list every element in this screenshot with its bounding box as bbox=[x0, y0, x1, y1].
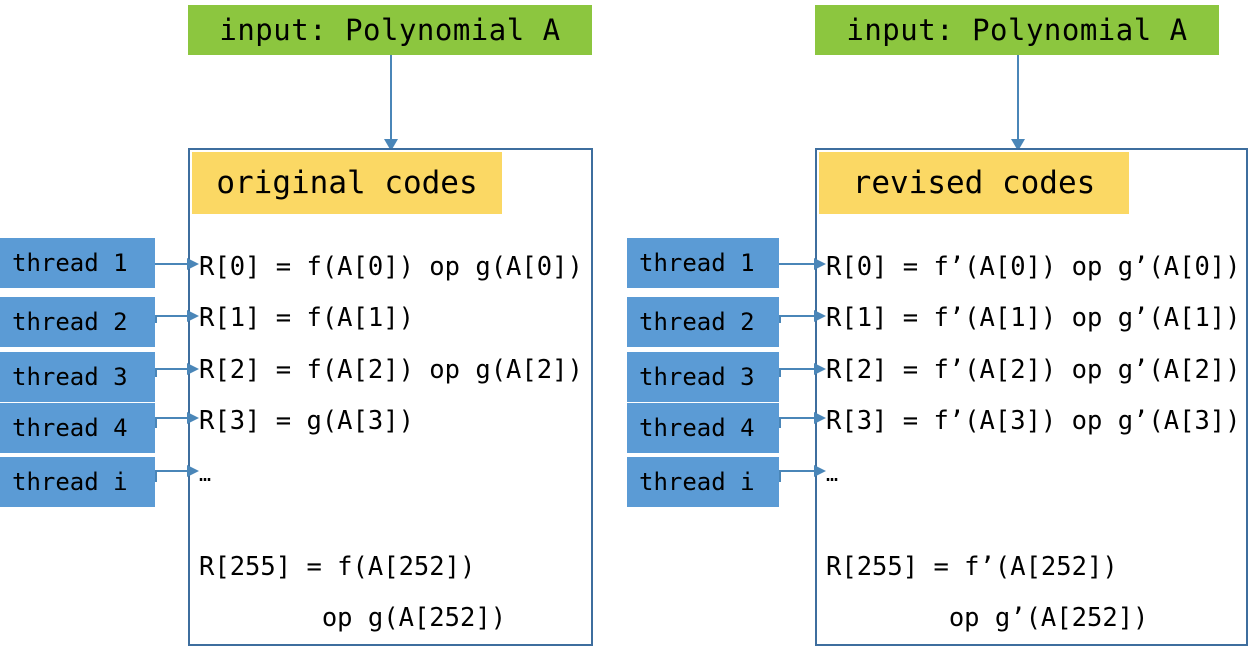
code-line-ellipsis: … bbox=[826, 462, 839, 486]
thread-label: thread 1 bbox=[639, 249, 755, 277]
code-box-original: original codes R[0] = f(A[0]) op g(A[0])… bbox=[188, 148, 593, 646]
thread-connector-i-arrow-icon bbox=[779, 465, 826, 477]
thread-block-3[interactable]: thread 3 bbox=[0, 352, 155, 402]
thread-label: thread 1 bbox=[12, 249, 128, 277]
thread-connector-i-arrow-icon bbox=[155, 465, 199, 477]
code-tail-line-1: op g(A[252]) bbox=[199, 603, 507, 633]
thread-label: thread 2 bbox=[639, 308, 755, 336]
code-title-revised: revised codes bbox=[819, 152, 1129, 214]
code-box-revised: revised codes R[0] = f’(A[0]) op g’(A[0]… bbox=[815, 148, 1248, 646]
code-line-2: R[2] = f(A[2]) op g(A[2]) bbox=[199, 355, 583, 385]
code-tail-line-1: op g’(A[252]) bbox=[826, 603, 1149, 633]
code-line-3: R[3] = g(A[3]) bbox=[199, 406, 414, 436]
thread-connector-3-arrow-icon bbox=[155, 363, 199, 375]
code-line-1: R[1] = f’(A[1]) op g’(A[1]) bbox=[826, 303, 1241, 333]
thread-label: thread 2 bbox=[12, 308, 128, 336]
thread-block-4[interactable]: thread 4 bbox=[627, 403, 779, 453]
thread-connector-2-arrow-icon bbox=[155, 310, 199, 322]
input-to-code-arrow-icon bbox=[384, 55, 398, 151]
thread-label: thread i bbox=[639, 468, 755, 496]
code-line-0: R[0] = f(A[0]) op g(A[0]) bbox=[199, 252, 583, 282]
thread-connector-4-arrow-icon bbox=[155, 412, 199, 424]
thread-label: thread 4 bbox=[639, 414, 755, 442]
thread-label: thread i bbox=[12, 468, 128, 496]
thread-label: thread 4 bbox=[12, 414, 128, 442]
thread-label: thread 3 bbox=[639, 363, 755, 391]
code-tail-line-0: R[255] = f’(A[252]) bbox=[826, 552, 1118, 582]
thread-block-2[interactable]: thread 2 bbox=[0, 297, 155, 347]
code-line-ellipsis: … bbox=[199, 462, 212, 486]
thread-block-2[interactable]: thread 2 bbox=[627, 297, 779, 347]
thread-label: thread 3 bbox=[12, 363, 128, 391]
code-line-2: R[2] = f’(A[2]) op g’(A[2]) bbox=[826, 355, 1241, 385]
thread-connector-3-arrow-icon bbox=[779, 363, 826, 375]
panel-revised: input: Polynomial A revised codes R[0] =… bbox=[625, 0, 1250, 654]
input-to-code-arrow-icon bbox=[1011, 55, 1025, 151]
code-line-1: R[1] = f(A[1]) bbox=[199, 303, 414, 333]
thread-block-i[interactable]: thread i bbox=[0, 457, 155, 507]
thread-block-4[interactable]: thread 4 bbox=[0, 403, 155, 453]
input-banner-original: input: Polynomial A bbox=[188, 5, 592, 55]
input-banner-revised: input: Polynomial A bbox=[815, 5, 1219, 55]
code-line-0: R[0] = f’(A[0]) op g’(A[0]) bbox=[826, 252, 1241, 282]
thread-block-3[interactable]: thread 3 bbox=[627, 352, 779, 402]
panel-original: input: Polynomial A original codes R[0] … bbox=[0, 5, 593, 646]
thread-connector-4-arrow-icon bbox=[779, 412, 826, 424]
thread-block-1[interactable]: thread 1 bbox=[627, 238, 779, 288]
thread-block-1[interactable]: thread 1 bbox=[0, 238, 155, 288]
code-line-3: R[3] = f’(A[3]) op g’(A[3]) bbox=[826, 406, 1241, 436]
thread-connector-1-arrow-icon bbox=[779, 258, 826, 270]
thread-block-i[interactable]: thread i bbox=[627, 457, 779, 507]
thread-connector-2-arrow-icon bbox=[779, 310, 826, 322]
code-title-original: original codes bbox=[192, 152, 502, 214]
code-tail-line-0: R[255] = f(A[252]) bbox=[199, 552, 476, 582]
thread-connector-1-arrow-icon bbox=[155, 258, 199, 270]
